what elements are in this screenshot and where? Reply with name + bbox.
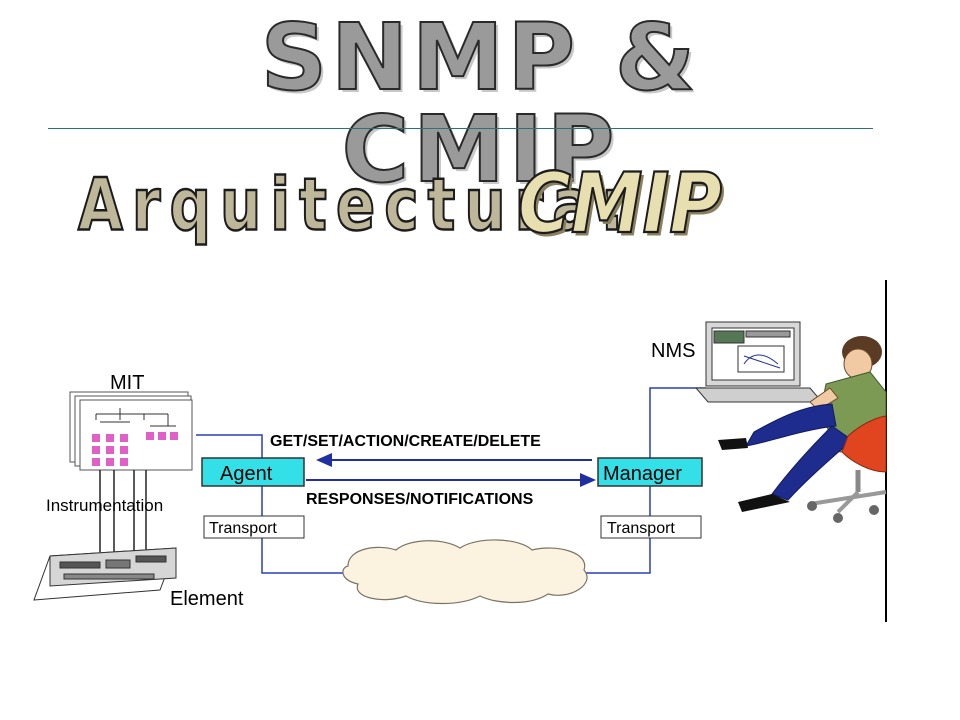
- mit-label: MIT: [110, 372, 144, 394]
- transport-box-left: [203, 515, 305, 539]
- manager-cloud-link: [584, 484, 651, 574]
- nms-label: NMS: [651, 340, 695, 362]
- transport-box-right: [600, 515, 702, 539]
- transport-right-label: Transport: [607, 520, 675, 537]
- operator-person-icon: [718, 336, 887, 523]
- network-cloud-icon: [342, 539, 588, 605]
- agent-mit-link: [196, 434, 263, 458]
- slide-title: SNMP & CMIP: [260, 4, 700, 203]
- element-label: Element: [170, 588, 244, 610]
- mit-objects: [92, 432, 178, 466]
- manager-nms-link: [649, 387, 706, 458]
- manager-label: Manager: [603, 463, 682, 485]
- nms-computer-icon: [694, 321, 824, 403]
- request-arrowhead: [316, 453, 332, 467]
- instrumentation-links: [99, 470, 147, 552]
- mit-tree-icon: [95, 408, 176, 427]
- instrumentation-label: Instrumentation: [46, 496, 163, 515]
- network-links: [196, 387, 706, 574]
- message-arrows: [306, 453, 596, 487]
- mit-documents: [69, 391, 193, 471]
- title-divider: [48, 128, 873, 129]
- response-arrowhead: [580, 473, 596, 487]
- cmip-logo: CMIP: [517, 155, 723, 252]
- slide-subtitle: Arquitectura:: [77, 161, 633, 247]
- request-operations-label: GET/SET/ACTION/CREATE/DELETE: [270, 433, 541, 450]
- transport-left-label: Transport: [209, 520, 277, 537]
- agent-box: [201, 457, 305, 487]
- manager-box: [597, 457, 703, 487]
- agent-label: Agent: [220, 463, 273, 485]
- agent-cloud-link: [261, 484, 348, 574]
- response-operations-label: RESPONSES/NOTIFICATIONS: [306, 491, 534, 508]
- element-device-icon: [33, 547, 177, 601]
